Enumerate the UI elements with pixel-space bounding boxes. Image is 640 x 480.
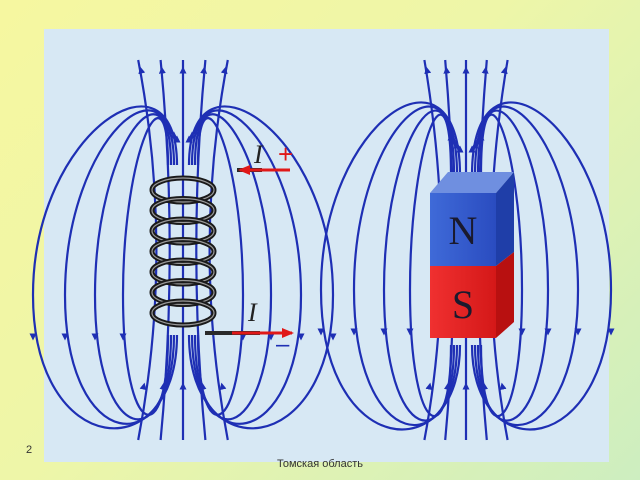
coil-turn-highlight <box>151 177 215 203</box>
field-loop <box>121 117 170 416</box>
south-pole-label: S <box>452 282 474 327</box>
current-label-top: I <box>253 140 264 169</box>
coil-turn-highlight <box>151 279 215 306</box>
coil-turn-highlight <box>151 300 215 326</box>
field-loop <box>479 113 524 418</box>
bar-magnet: N S <box>430 172 514 338</box>
magnet-top-face <box>430 172 514 193</box>
magnet-south-face <box>430 266 496 338</box>
magnet-north-face <box>430 193 496 266</box>
current-label-bottom: I <box>247 298 258 327</box>
coil-turn-highlight <box>151 238 215 265</box>
plus-sign: + <box>278 139 293 169</box>
solenoid-coil <box>149 175 217 328</box>
field-arrow-bottom <box>499 382 507 391</box>
footer-region: Томская область <box>277 458 363 470</box>
coil-field-lines <box>29 59 337 441</box>
field-arrow-bottom <box>139 382 147 391</box>
field-loop <box>408 113 453 418</box>
north-pole-label: N <box>449 208 478 253</box>
field-loop <box>93 113 173 421</box>
magnet-side-north <box>496 172 514 266</box>
minus-sign: – <box>276 331 290 358</box>
field-loop <box>193 113 273 421</box>
field-loop <box>196 117 245 416</box>
diagram-panel <box>44 29 609 462</box>
field-arrow-bottom <box>219 382 227 391</box>
coil-turn-highlight <box>151 259 215 285</box>
magnet-side-south <box>496 252 514 338</box>
coil-turn-highlight <box>151 197 215 224</box>
field-through-line <box>137 59 158 441</box>
page-number: 2 <box>26 444 33 456</box>
field-through-line <box>208 59 229 441</box>
field-arrow-bottom <box>425 382 433 391</box>
coil-turn-highlight <box>151 218 215 244</box>
